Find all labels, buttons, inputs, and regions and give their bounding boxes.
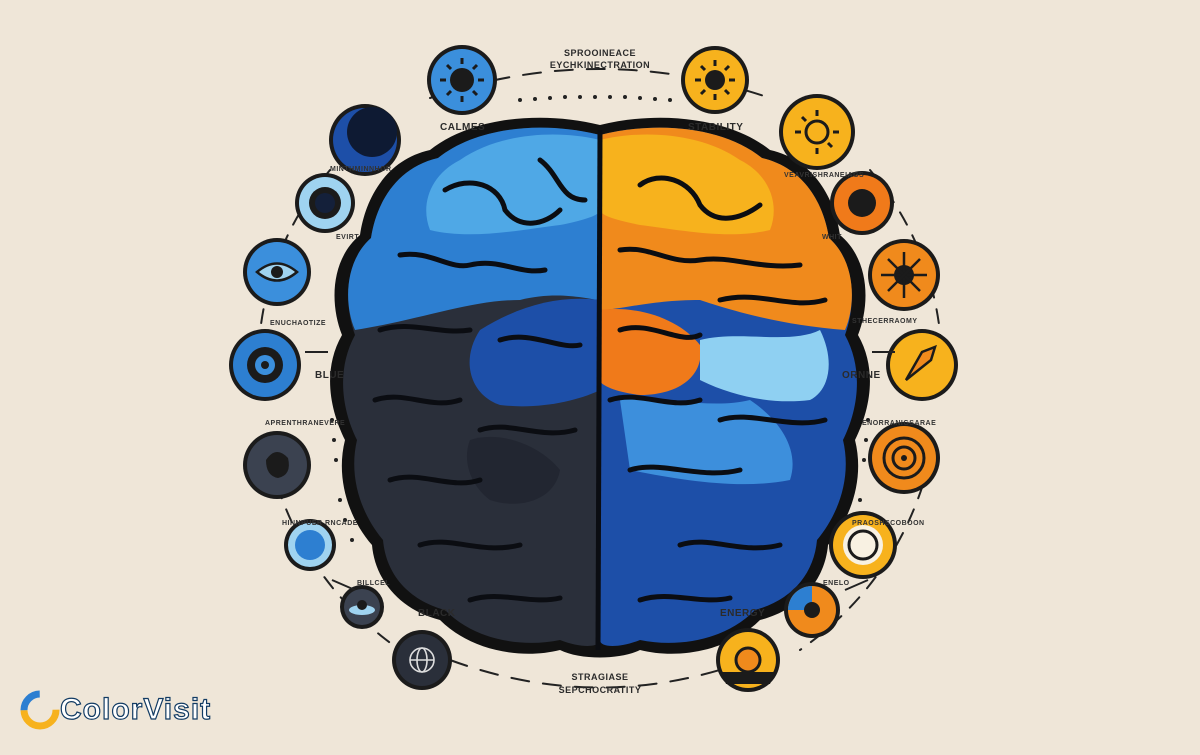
eye-icon — [243, 238, 311, 306]
small-label-right-4: ENORRANIGSARAE — [862, 420, 937, 427]
gear-icon — [716, 628, 780, 692]
blob-icon — [243, 431, 311, 499]
label-blue: BLUE — [315, 370, 345, 381]
spiral-icon — [868, 422, 940, 494]
dot-ring-icon — [830, 171, 894, 235]
logo-text: ColorVisit — [59, 692, 212, 726]
sun-badge-icon — [229, 329, 301, 401]
target-icon — [295, 173, 355, 233]
small-label-right-5: PRAOSHSCOBOON — [852, 520, 925, 527]
header-title-line-2: EYCHKINECTRATION — [549, 60, 651, 70]
globe-icon — [392, 630, 452, 690]
small-label-left-1: MINTHMINNHOR — [330, 166, 392, 173]
small-label-left-2: EVIRT — [336, 234, 360, 241]
ufo-icon — [340, 585, 384, 629]
small-label-left-6: BILLCEL — [357, 580, 391, 587]
right-icons — [681, 46, 958, 692]
label-calmes: CALMES — [440, 122, 486, 133]
arrow-icon — [886, 329, 958, 401]
pie-icon — [784, 582, 840, 638]
sun-outline-icon — [779, 94, 855, 170]
label-stability: STABILITY — [688, 122, 744, 133]
footer-line-1: STRAGIASE — [571, 672, 629, 682]
ring-icon — [329, 104, 401, 176]
footer-line-2: SEPCHOCRATITY — [558, 685, 642, 695]
header-title-line-1: SPROOINEACE — [563, 48, 636, 58]
label-energy: ENERGY — [720, 608, 766, 619]
colorvisit-logo: ColorVisit — [20, 688, 211, 732]
connector-lines — [305, 351, 895, 591]
burst-icon — [868, 239, 940, 311]
small-label-left-3: ENUCHAOTIZE — [270, 320, 327, 327]
small-label-left-4: APRENTHRANEVERE — [265, 420, 346, 427]
brain-fissure — [595, 129, 603, 651]
sun-eye-icon — [427, 45, 497, 115]
brain — [330, 117, 870, 658]
label-ornge: ORNNE — [842, 370, 881, 381]
circle-icon — [284, 519, 336, 571]
small-label-right-2: WHIT — [822, 234, 842, 241]
small-label-right-6: ENELO — [823, 580, 850, 587]
small-label-left-5: HINNPUER RNCADE — [282, 520, 358, 527]
small-label-right-3: STHECERRAOMY — [852, 318, 918, 325]
left-icons — [229, 45, 497, 690]
logo-mark-icon — [20, 690, 60, 730]
sun-icon — [681, 46, 749, 114]
label-black: BLACK — [418, 608, 456, 619]
ring-sun-icon — [829, 511, 897, 579]
small-label-right-1: VEAVRISHRANEIAGS — [784, 172, 865, 179]
